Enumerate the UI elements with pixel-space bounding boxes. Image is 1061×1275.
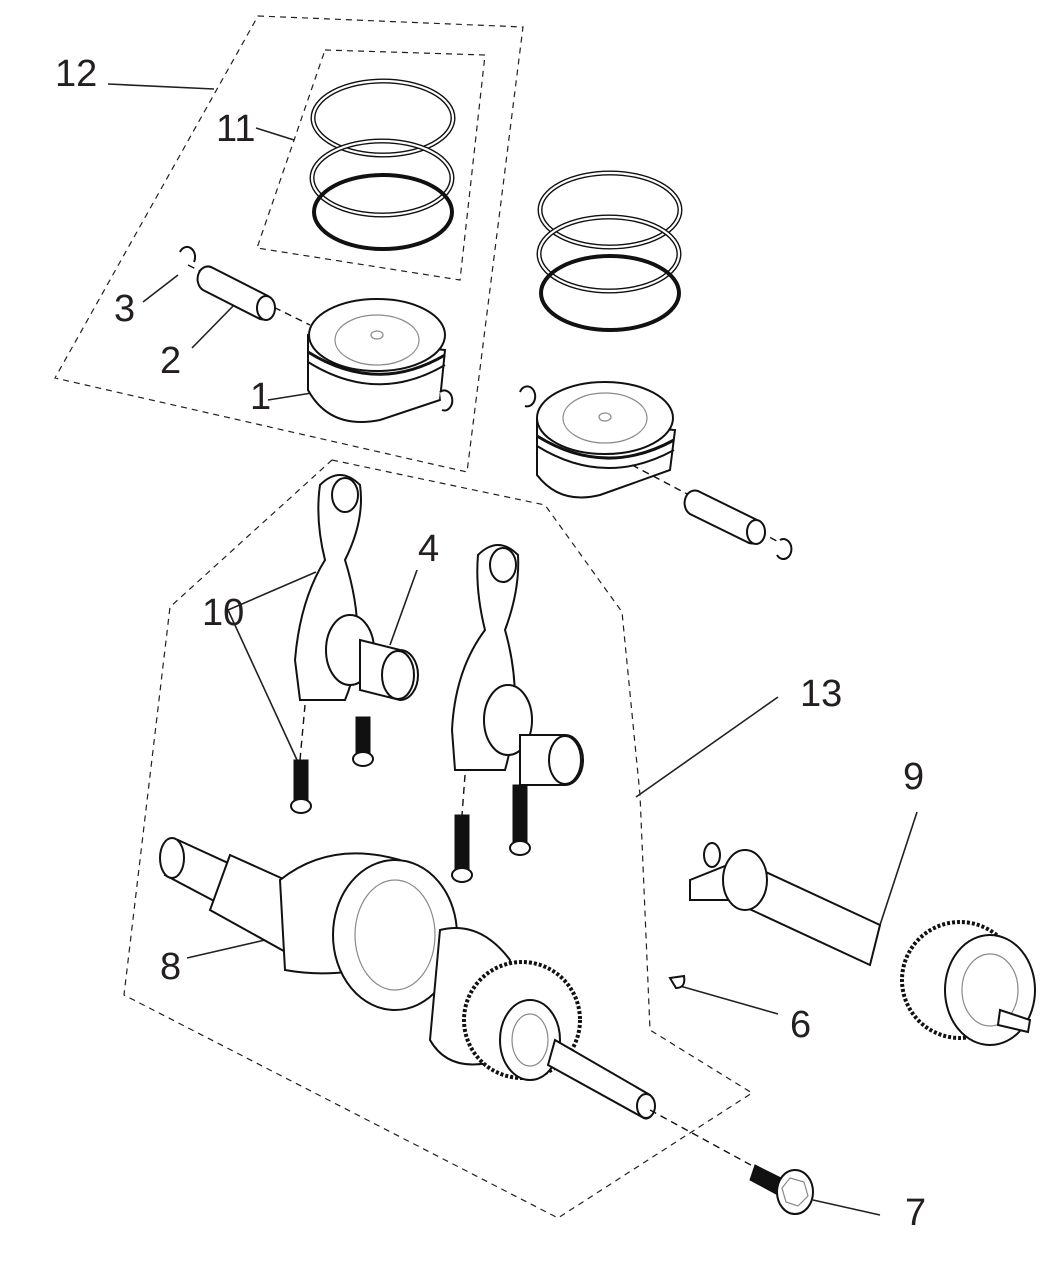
callout-3: 3 xyxy=(114,288,136,330)
piston-rings-right xyxy=(536,170,683,332)
flange-bolt xyxy=(749,1164,814,1215)
callout-12: 12 xyxy=(55,53,98,95)
callout-9: 10 xyxy=(202,592,245,634)
piston-left xyxy=(307,298,454,423)
callout-11: 11 xyxy=(216,108,256,150)
woodruff-key xyxy=(668,974,686,990)
balancer-shaft xyxy=(689,842,1036,1046)
callout-10: 9 xyxy=(903,756,925,798)
callout-6: 6 xyxy=(790,1004,812,1046)
connecting-rod-right xyxy=(450,544,584,883)
group-13-boundary xyxy=(123,459,754,1219)
connecting-rod-left xyxy=(290,474,419,814)
piston-pin-left xyxy=(179,245,311,326)
callout-4: 4 xyxy=(418,528,440,570)
group-11-boundary xyxy=(256,49,486,281)
crankshaft xyxy=(159,837,761,1171)
piston-rings-left xyxy=(309,78,456,251)
group-12-boundary xyxy=(54,15,524,473)
piston-right xyxy=(519,381,793,561)
callout-7: 7 xyxy=(905,1192,927,1234)
callout-8: 8 xyxy=(160,946,182,988)
callout-13: 13 xyxy=(800,673,843,715)
callout-1: 1 xyxy=(250,376,272,418)
callout-2: 2 xyxy=(160,340,182,382)
